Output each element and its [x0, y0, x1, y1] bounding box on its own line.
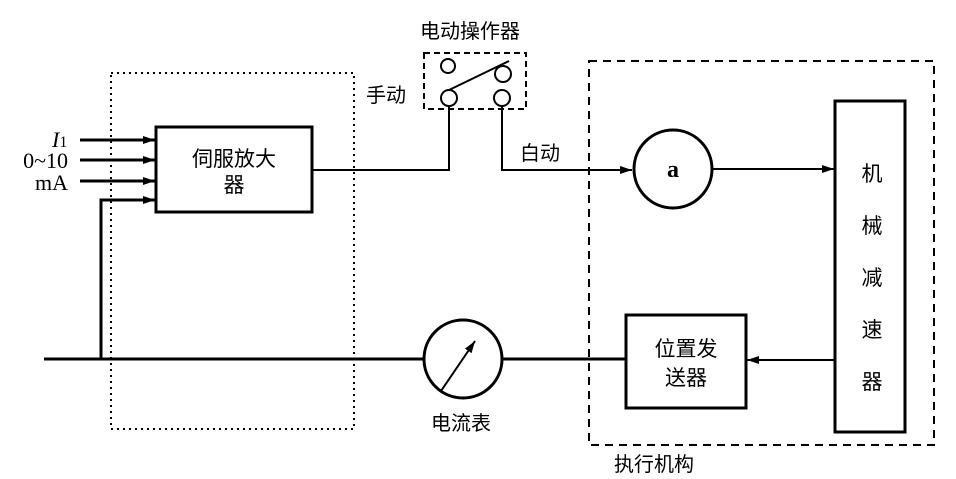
- reducer-char: 械: [862, 214, 883, 238]
- position-transmitter-label-line2: 送器: [665, 366, 707, 390]
- switch-contact-bottom-left: [440, 89, 458, 107]
- mechanical-reducer-label: 机 械 减 速 器: [862, 162, 883, 394]
- manual-label: 手动: [366, 83, 406, 107]
- servo-amplifier-label-line2: 器: [224, 173, 245, 197]
- switch-to-motor-wire: [501, 106, 632, 174]
- electric-operator-box: [423, 52, 527, 110]
- electric-operator-label: 电动操作器: [420, 19, 520, 43]
- input-i1-subscript: 1: [59, 134, 67, 151]
- position-transmitter-block: [624, 313, 748, 410]
- servo-to-switch-wire: [312, 105, 450, 171]
- input-range-label: 0~10: [23, 148, 68, 173]
- position-transmitter-label-line1: 位置发: [655, 337, 718, 361]
- switch-contact-top-left: [440, 58, 456, 74]
- servo-region-dotted-boundary: [110, 72, 355, 430]
- switch-blade: [448, 60, 510, 91]
- reducer-char: 机: [862, 162, 883, 186]
- auto-label: 白动: [520, 141, 560, 165]
- servo-amplifier-label-line1: 伺服放大: [192, 147, 276, 171]
- ammeter-needle: [440, 340, 476, 392]
- switch-contact-bottom-right: [493, 89, 511, 107]
- ammeter-label: 电流表: [431, 411, 491, 435]
- input-signals: [80, 136, 155, 358]
- input-unit-label: mA: [35, 170, 68, 195]
- reducer-char: 减: [862, 266, 883, 290]
- actuator-dashed-boundary: [588, 60, 935, 446]
- actuator-label: 执行机构: [614, 452, 694, 476]
- switch-contact-top-right: [494, 65, 512, 83]
- input-i1-label: I1: [51, 127, 67, 152]
- reducer-char: 器: [862, 370, 883, 394]
- feedback-arrow: [99, 196, 155, 358]
- reducer-char: 速: [862, 318, 883, 342]
- mechanical-reducer-block: [833, 99, 907, 434]
- motor-label: a: [667, 157, 679, 183]
